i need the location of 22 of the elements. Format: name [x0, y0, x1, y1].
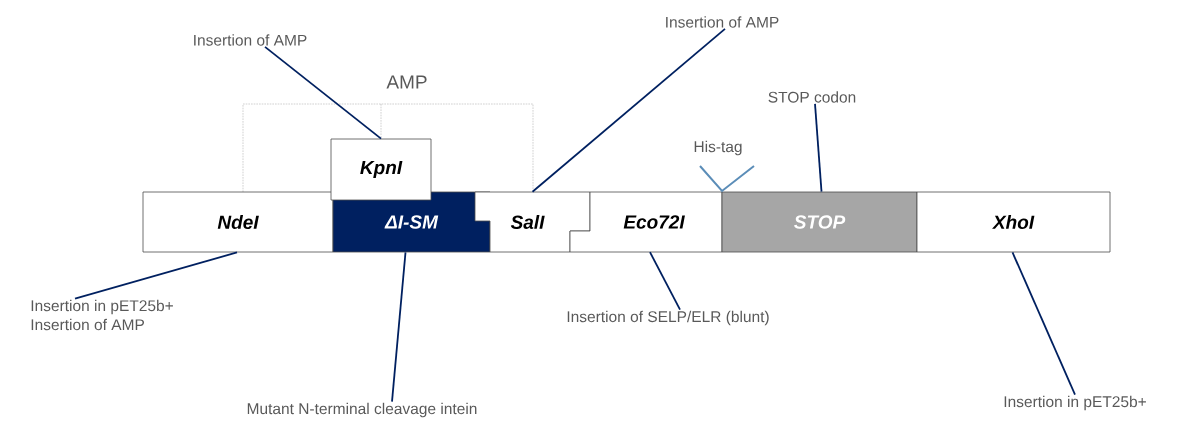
site-box: Eco72I [569, 191, 723, 253]
leader-line [264, 46, 382, 140]
annotation-text: Insertion in pET25b+ [1004, 395, 1146, 411]
annotation-text: STOP codon [768, 91, 856, 103]
leader-line [391, 251, 407, 403]
annotation-text: Insertion of AMP [666, 16, 779, 28]
leader-line [814, 103, 823, 193]
annotation-text: Mutant N-terminal cleavage intein [247, 402, 477, 418]
annotation-text: Insertion of AMP [194, 34, 307, 46]
leader-line [531, 28, 726, 193]
site-box: SalI [474, 191, 591, 253]
site-box: KpnI [330, 138, 432, 201]
annotation-text: Insertion in pET25b+ Insertion of AMP [31, 299, 173, 331]
annotation-text: Insertion of SELP/ELR (blunt) [567, 310, 769, 326]
bracket-label: AMP [386, 75, 427, 89]
site-box: XhoI [916, 191, 1111, 253]
leader-line [1011, 251, 1076, 396]
tag-label: His-tag [694, 140, 742, 156]
leader-line [74, 251, 238, 300]
site-box: STOP [721, 191, 918, 253]
leader-line [649, 251, 681, 311]
site-box: NdeI [142, 191, 334, 253]
